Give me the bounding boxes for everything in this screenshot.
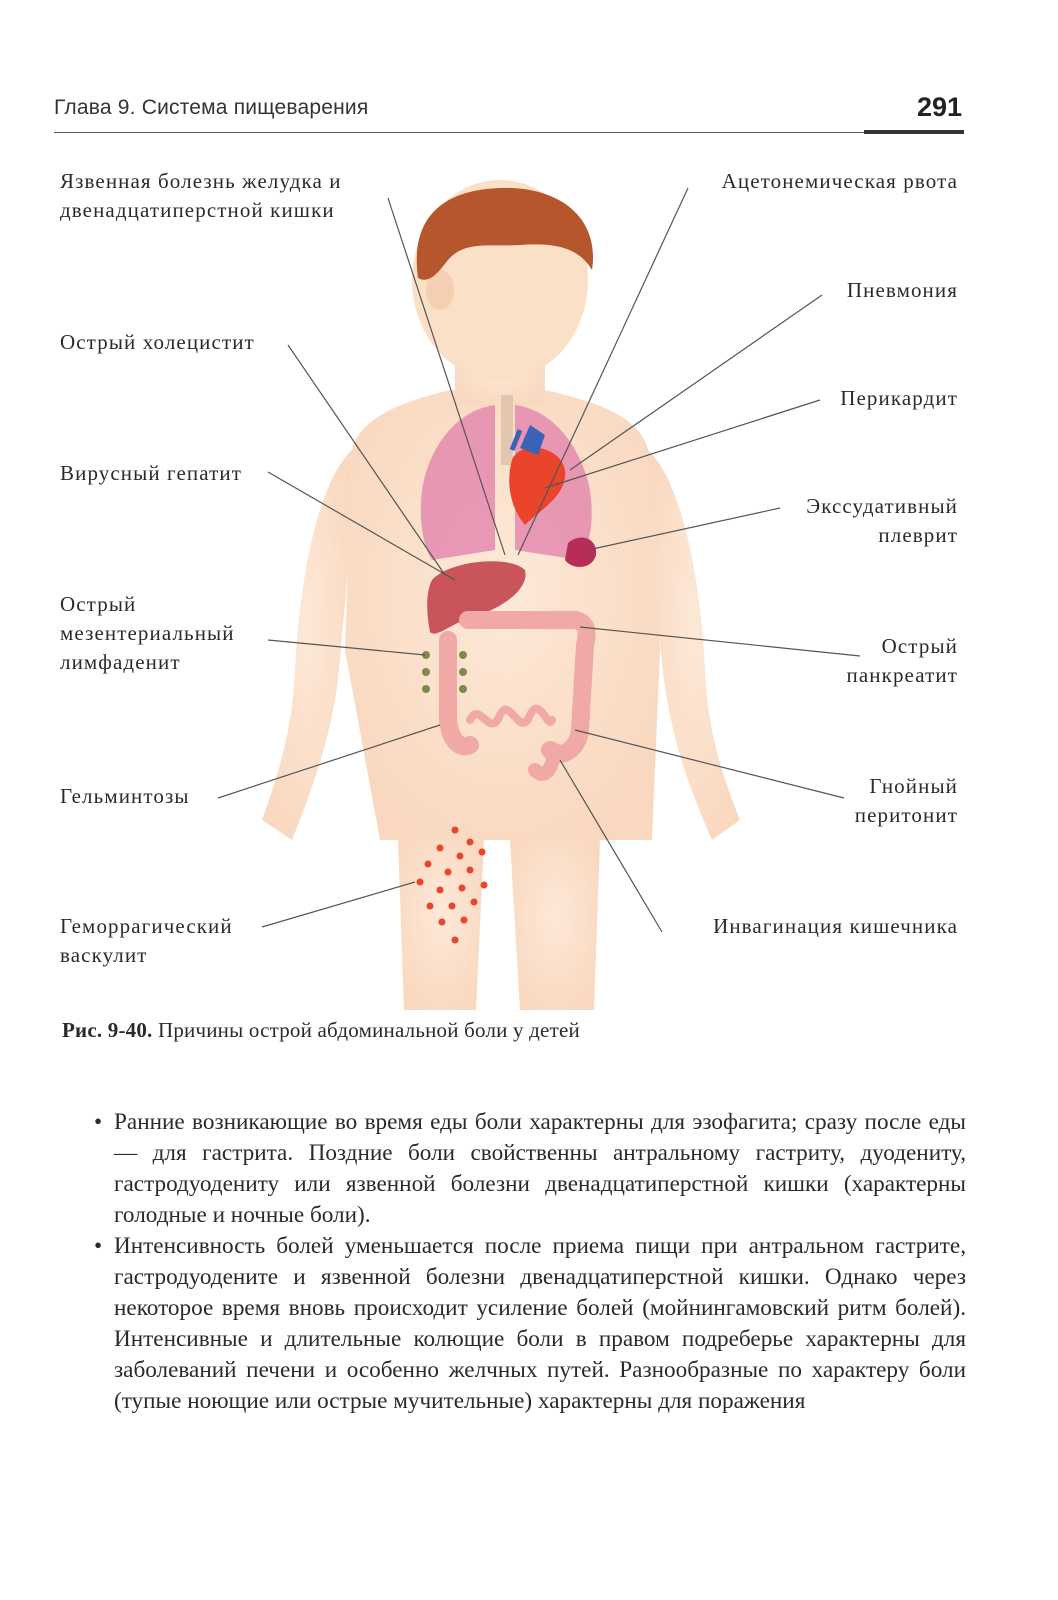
rash-dots xyxy=(416,826,488,944)
label-pneumonia: Пневмония xyxy=(846,278,958,302)
pleural-effusion xyxy=(565,537,597,567)
caption-text: Причины острой абдоминальной боли у дете… xyxy=(152,1018,580,1042)
running-header: Глава 9. Система пищеварения 291 xyxy=(54,92,964,134)
figure-caption: Рис. 9-40. Причины острой абдоминальной … xyxy=(62,1018,580,1043)
label-acetonemic: Ацетонемическая рвота xyxy=(721,169,958,193)
body-illustration xyxy=(217,180,861,1010)
bullet-icon: • xyxy=(94,1109,103,1135)
leader-lines xyxy=(217,187,861,933)
caption-label: Рис. 9-40. xyxy=(62,1018,153,1042)
bullet-icon: • xyxy=(94,1233,103,1259)
chapter-title: Глава 9. Система пищеварения xyxy=(54,96,369,119)
paragraph-text: Интенсивность болей уменьшается после пр… xyxy=(114,1233,966,1414)
list-item: • Интенсивность болей уменьшается после … xyxy=(92,1231,966,1417)
paragraph-text: Ранние возникающие во время еды боли хар… xyxy=(114,1109,966,1228)
label-invagination: Инвагинация кишечника xyxy=(713,914,958,938)
intestine-icon xyxy=(439,611,596,781)
label-cholecystitis: Острый холецистит xyxy=(60,330,255,354)
page-number: 291 xyxy=(916,92,962,122)
hair xyxy=(416,187,594,280)
header-rule xyxy=(864,130,964,134)
label-pericarditis: Перикардит xyxy=(840,386,958,410)
label-hepatitis: Вирусный гепатит xyxy=(60,461,242,485)
ear-icon xyxy=(426,270,454,310)
label-helminthiasis: Гельминтозы xyxy=(60,784,190,808)
lymph-nodes xyxy=(422,651,467,693)
liver-icon xyxy=(427,561,526,634)
heart-icon xyxy=(509,425,566,525)
list-item: • Ранние возникающие во время еды боли х… xyxy=(92,1107,966,1231)
body-bullet-list: • Ранние возникающие во время еды боли х… xyxy=(92,1107,966,1417)
